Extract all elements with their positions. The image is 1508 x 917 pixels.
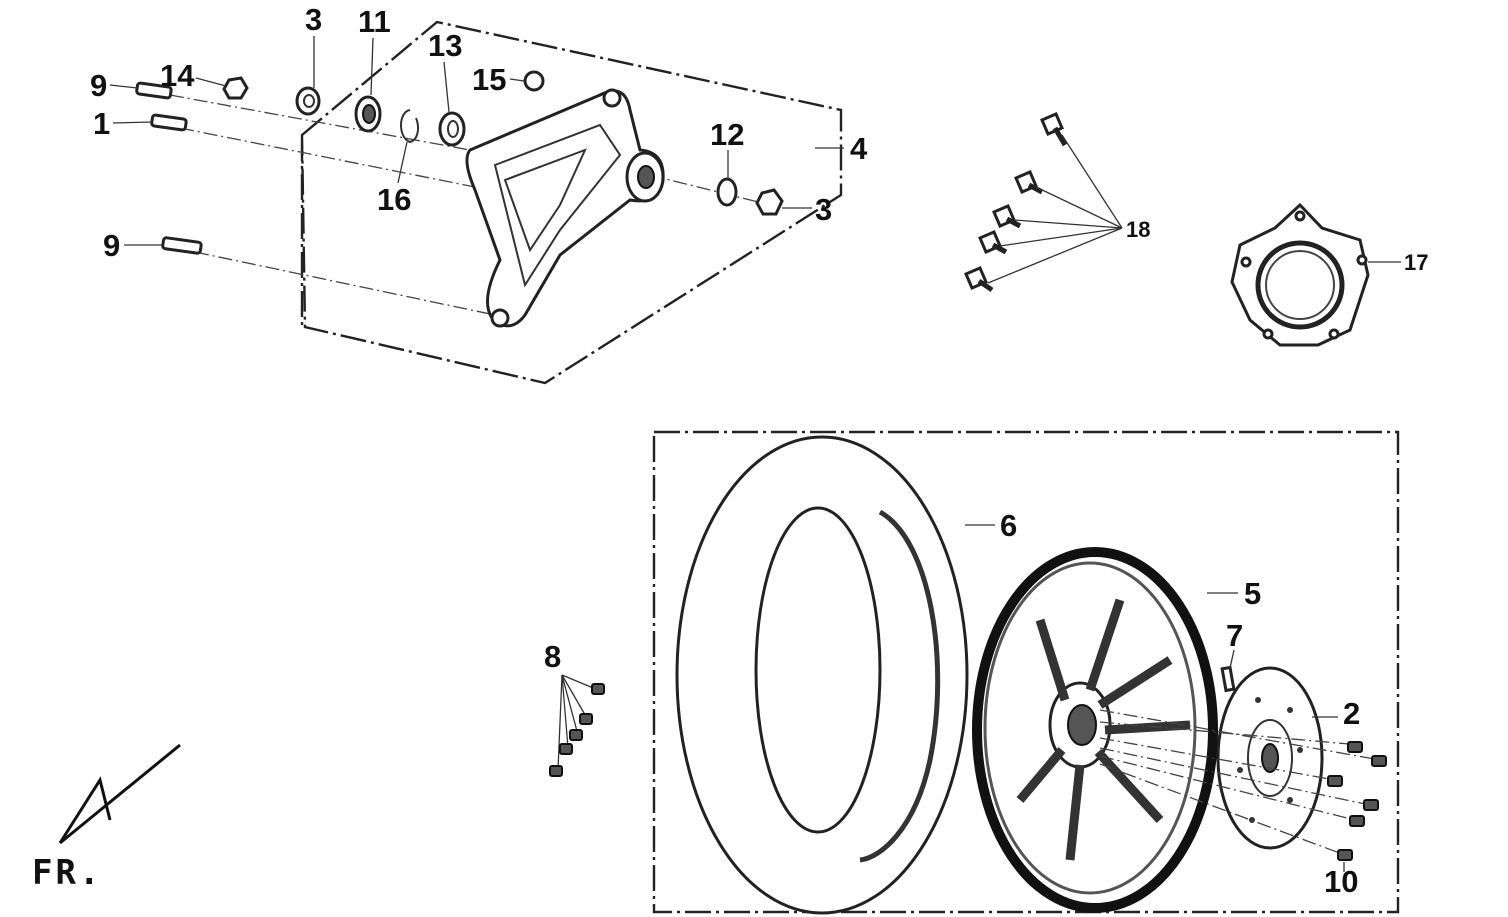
callout-15: 15: [472, 62, 506, 97]
callout-2: 2: [1343, 696, 1360, 731]
callout-5: 5: [1244, 576, 1261, 611]
callout-12: 12: [710, 117, 744, 152]
circlip-16: [400, 109, 419, 144]
callout-18: 18: [1126, 217, 1150, 242]
nut-3-right: [755, 188, 784, 216]
balance-weights-8: [549, 674, 605, 777]
stud-bolt-9-bottom: [161, 236, 203, 255]
callout-13: 13: [428, 28, 462, 63]
callout-17: 17: [1404, 250, 1428, 275]
callout-10: 10: [1324, 864, 1358, 899]
bolts-18-group: [964, 112, 1123, 293]
callout-7: 7: [1226, 618, 1243, 653]
brake-disc-2: [1216, 666, 1324, 850]
stud-bolt-1: [150, 113, 188, 132]
nut-3-left: [295, 86, 321, 116]
callout-labels: 3 11 13 9 14 15 1 12 4 16 3 9 18 17 6 5 …: [90, 2, 1428, 899]
callout-16: 16: [377, 182, 411, 217]
rear-tire-6: [675, 435, 969, 915]
swing-arm-assembly-box: [300, 20, 843, 385]
callout-11: 11: [358, 4, 391, 39]
callout-8: 8: [544, 639, 561, 674]
callout-3-right: 3: [815, 192, 832, 227]
swing-arm: [465, 88, 665, 328]
callout-9-bottom: 9: [103, 228, 120, 263]
oil-seal-12: [716, 177, 738, 207]
tire-valve-7: [1220, 665, 1236, 693]
callout-4: 4: [850, 131, 868, 166]
disc-bolts-10: [1099, 709, 1387, 861]
rear-wheel-rim-5: [972, 547, 1218, 913]
collar-13: [438, 111, 466, 147]
swing-arm-group: [109, 20, 844, 385]
callout-14: 14: [160, 58, 195, 93]
cap-15: [523, 70, 545, 92]
sprocket-hub-plate-17: [1230, 202, 1401, 347]
callout-3-top: 3: [305, 2, 322, 37]
front-direction-arrow-icon: [58, 743, 181, 845]
callout-9-top: 9: [90, 68, 107, 103]
callout-1: 1: [93, 106, 110, 141]
callout-6: 6: [1000, 508, 1017, 543]
wheel-group: [652, 430, 1400, 915]
front-direction-label: FR.: [32, 853, 102, 893]
nut-14: [222, 76, 249, 100]
wheel-assembly-box: [652, 430, 1400, 914]
stud-bolt-9-top: [135, 81, 173, 100]
